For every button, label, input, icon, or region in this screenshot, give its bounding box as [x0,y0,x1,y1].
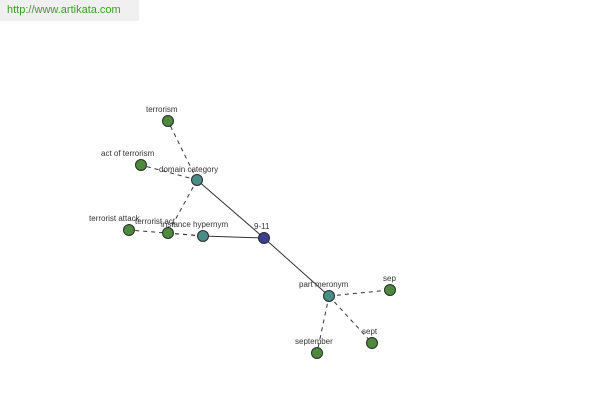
edge-domain-category-terrorism [167,120,198,181]
nodes-layer [123,115,396,359]
edge-9-11-instance-hypernym [202,235,265,239]
node-label-sep: sep [383,274,396,283]
node-label-terrorist-attack: terrorist attack [89,214,141,223]
node-part-meronym[interactable] [323,290,335,302]
node-9-11[interactable] [258,232,270,244]
node-sept[interactable] [366,337,378,349]
node-terrorist-act[interactable] [162,227,174,239]
edges-layer [128,120,391,354]
node-september[interactable] [311,347,323,359]
node-label-instance-hypernym: instance hypernym [161,220,228,229]
labels-layer: 9-11 domain category instance hypernym part… [89,105,396,346]
edge-part-meronym-sep [328,289,391,297]
node-label-domain-category: domain category [159,165,218,174]
node-label-september: september [295,337,333,346]
node-sep[interactable] [384,284,396,296]
site-url-banner[interactable]: http://www.artikata.com [0,0,139,21]
edge-domain-category-act-of-terrorism [140,164,198,181]
node-label-act-of-terrorism: act of terrorism [101,149,155,158]
node-label-terrorist-act: terrorist act [135,217,176,226]
node-terrorist-attack[interactable] [123,224,135,236]
edge-9-11-domain-category [196,179,265,239]
node-label-part-meronym: part meronym [299,280,349,289]
node-label-9-11: 9-11 [254,222,270,231]
node-instance-hypernym[interactable] [197,230,209,242]
node-label-sept: sept [362,327,378,336]
edge-part-meronym-sept [328,295,373,344]
node-act-of-terrorism[interactable] [135,159,147,171]
edge-9-11-part-meronym [263,237,330,297]
edge-domain-category-terrorist-act [167,179,198,234]
node-terrorism[interactable] [162,115,174,127]
node-domain-category[interactable] [191,174,203,186]
edge-part-meronym-september [316,295,330,354]
node-label-terrorism: terrorism [146,105,178,114]
